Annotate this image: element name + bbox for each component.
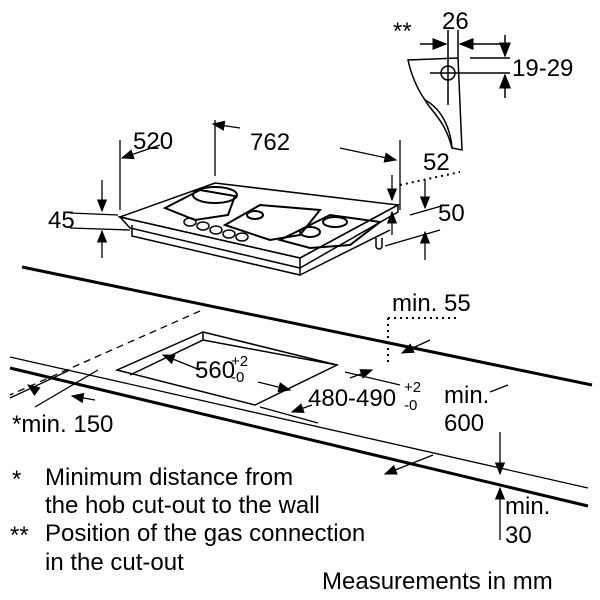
gas-connection-bracket: [407, 30, 511, 151]
hob: [117, 182, 401, 276]
hob-height-label: 45: [48, 207, 75, 234]
min-thickness-label: min.: [505, 493, 551, 520]
bracket-offset-label: 26: [442, 8, 469, 35]
cutout-width-tol-plus: +2: [231, 353, 249, 370]
burners: [162, 186, 383, 250]
cutout-depth-tol-minus: -0: [404, 397, 418, 414]
hob-dimension-lines: [69, 120, 461, 260]
footnote-text: in the cut-out: [45, 549, 184, 576]
gas-connection-marker: **: [393, 18, 412, 45]
footnote-text: the hob cut-out to the wall: [45, 492, 320, 519]
cutout-width-label: 560: [195, 357, 236, 384]
footnote-text: Minimum distance from: [45, 464, 294, 491]
cutout-depth-label: 480-490: [308, 385, 397, 412]
bracket-height-label: 19-29: [512, 55, 574, 82]
min-front-value: 600: [444, 410, 485, 437]
min-back-label: min. 55: [392, 290, 471, 317]
worktop: [9, 265, 593, 508]
min-front-label: min.: [444, 382, 490, 409]
footnote-marker: *: [12, 466, 22, 493]
units-note: Measurements in mm: [322, 568, 553, 595]
gas-height-label: 50: [438, 200, 465, 227]
footnote-marker: **: [10, 522, 29, 549]
cutout: [114, 331, 340, 406]
cutout-dimension-lines: [26, 317, 509, 540]
hob-width-label: 762: [250, 129, 291, 156]
control-knobs: [183, 217, 249, 242]
hob-depth-label: 520: [133, 128, 174, 155]
min-thickness-value: 30: [505, 522, 532, 549]
cutout-width-tol-minus: -0: [231, 369, 245, 386]
footnote-text: Position of the gas connection: [45, 520, 366, 547]
gas-offset-label: 52: [423, 149, 450, 176]
cutout-depth-tol-plus: +2: [404, 379, 422, 396]
min-wall-label: *min. 150: [12, 411, 114, 438]
